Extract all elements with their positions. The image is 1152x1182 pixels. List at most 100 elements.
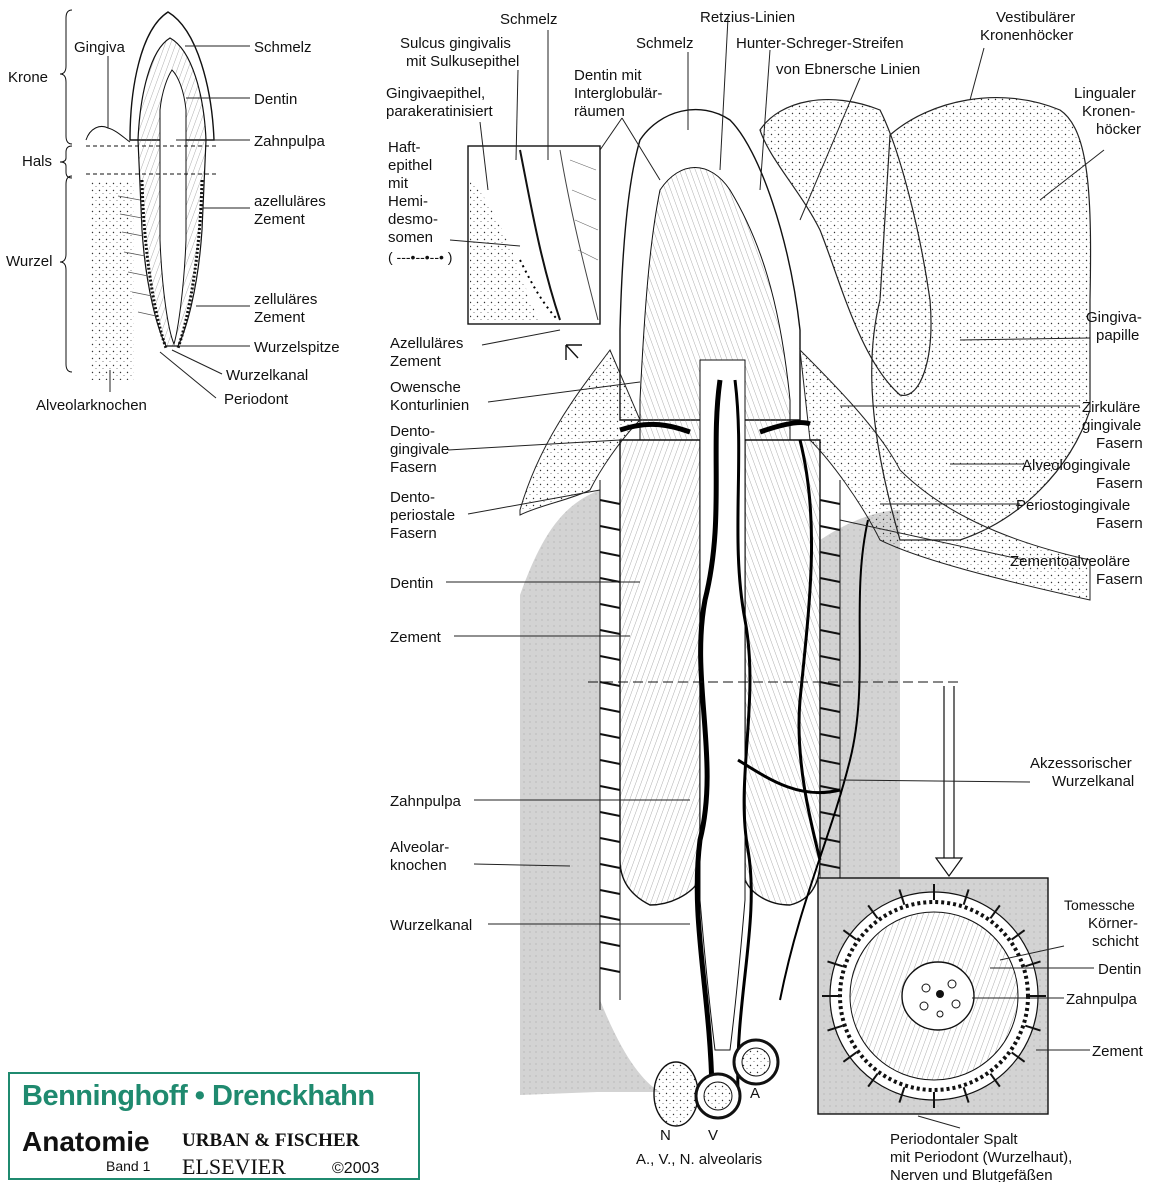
label-gingivapapille-1: Gingiva- — [1086, 309, 1142, 326]
label-azell-zement-1: azelluläres — [254, 193, 326, 210]
periodontal-fiber — [600, 656, 620, 660]
label-haft-7: ( ---•--•--• ) — [388, 249, 452, 265]
periodontal-fiber — [600, 526, 620, 530]
label-akzess-1: Akzessorischer — [1030, 755, 1132, 772]
label-ling-2: Kronen- — [1082, 103, 1135, 120]
label-ling-1: Lingualer — [1074, 85, 1136, 102]
label-schmelz-left: Schmelz — [254, 39, 312, 56]
label-alveolar-1: Alveolar- — [390, 839, 449, 856]
label-vestib-2: Kronenhöcker — [980, 27, 1073, 44]
periodontal-fiber — [820, 500, 840, 504]
label-haft-2: epithel — [388, 157, 432, 174]
label-dentin-inter-2: Interglobulär- — [574, 85, 662, 102]
label-zahnpulpa-left: Zahnpulpa — [254, 133, 326, 150]
periodontal-fiber — [600, 812, 620, 816]
periodontal-fiber — [600, 682, 620, 686]
label-dentin-inset: Dentin — [1098, 961, 1141, 978]
periodontal-fiber — [600, 890, 620, 894]
label-dentogingival-1: Dento- — [390, 423, 435, 440]
label-azell-zement-2: Zement — [254, 211, 306, 228]
label-haft-1: Haft- — [388, 139, 421, 156]
label-a: A — [750, 1085, 760, 1102]
label-tomes-3: schicht — [1092, 933, 1140, 950]
label-akzess-2: Wurzelkanal — [1052, 773, 1134, 790]
label-schmelz-top: Schmelz — [500, 11, 558, 28]
label-dentin-inter-1: Dentin mit — [574, 67, 642, 84]
label-vestib-1: Vestibulärer — [996, 9, 1075, 26]
label-ling-3: höcker — [1096, 121, 1141, 138]
label-zahnpulpa-main: Zahnpulpa — [390, 793, 462, 810]
label-dentin-main: Dentin — [390, 575, 433, 592]
periodontal-fiber — [600, 968, 620, 972]
label-zementalv-2: Fasern — [1096, 571, 1143, 588]
label-v: V — [708, 1127, 718, 1144]
periodontal-fiber — [600, 916, 620, 920]
label-dentogingival-2: gingivale — [390, 441, 449, 458]
label-sulcus-2: mit Sulkusepithel — [406, 53, 519, 70]
label-wurzelkanal-left: Wurzelkanal — [226, 367, 308, 384]
label-periodont: Periodont — [224, 391, 289, 408]
label-zell-zement-1: zelluläres — [254, 291, 317, 308]
label-owen-1: Owensche — [390, 379, 461, 396]
small-tooth-diagram — [60, 10, 250, 398]
label-haft-3: mit — [388, 175, 409, 192]
periodontal-fiber — [600, 552, 620, 556]
label-periodontal-1: Periodontaler Spalt — [890, 1131, 1018, 1148]
label-zell-zement-2: Zement — [254, 309, 306, 326]
cross-section-inset — [818, 878, 1048, 1114]
label-zirk-2: gingivale — [1082, 417, 1141, 434]
label-azell-zement-main-2: Zement — [390, 353, 442, 370]
label-alveolar-2: knochen — [390, 857, 447, 874]
periodontal-fiber — [600, 942, 620, 946]
label-krone: Krone — [8, 69, 48, 86]
junctional-epithelium-inset — [468, 146, 600, 324]
label-gingivaepithel-2: parakeratinisiert — [386, 103, 494, 120]
label-zirk-3: Fasern — [1096, 435, 1143, 452]
label-wurzelspitze: Wurzelspitze — [254, 339, 340, 356]
label-alveologing-1: Alveologingivale — [1022, 457, 1130, 474]
periodontal-fiber — [600, 708, 620, 712]
label-dentoperiostal-3: Fasern — [390, 525, 437, 542]
label-periosto-2: Fasern — [1096, 515, 1143, 532]
label-zement-main: Zement — [390, 629, 442, 646]
label-retzius: Retzius-Linien — [700, 9, 795, 26]
logo-copyright: ©2003 — [332, 1160, 379, 1178]
label-hunter: Hunter-Schreger-Streifen — [736, 35, 904, 52]
logo-brand: Benninghoff • Drenckhahn — [22, 1080, 375, 1113]
label-hals: Hals — [22, 153, 52, 170]
label-zement-inset: Zement — [1092, 1043, 1144, 1060]
label-alveologing-2: Fasern — [1096, 475, 1143, 492]
periodontal-fiber — [600, 500, 620, 504]
periodontal-fiber — [600, 734, 620, 738]
label-gingivapapille-2: papille — [1096, 327, 1139, 344]
label-haft-5: desmo- — [388, 211, 438, 228]
periodontal-fiber — [600, 864, 620, 868]
label-dentoperiostal-1: Dento- — [390, 489, 435, 506]
label-gingiva: Gingiva — [74, 39, 126, 56]
label-wurzel: Wurzel — [6, 253, 52, 270]
logo-band: Band 1 — [106, 1158, 150, 1174]
periodontal-fiber — [600, 578, 620, 582]
label-dentin-left: Dentin — [254, 91, 297, 108]
label-ebner: von Ebnersche Linien — [776, 61, 920, 78]
label-dentin-inter-3: räumen — [574, 103, 625, 120]
label-tomes-2: Körner- — [1088, 915, 1138, 932]
label-schmelz-mid: Schmelz — [636, 35, 694, 52]
periodontal-fiber — [600, 630, 620, 634]
label-n: N — [660, 1127, 671, 1144]
label-haft-4: Hemi- — [388, 193, 428, 210]
logo-publisher-1: URBAN & FISCHER — [182, 1130, 359, 1152]
label-owen-2: Konturlinien — [390, 397, 469, 414]
label-zahnpulpa-inset: Zahnpulpa — [1066, 991, 1138, 1008]
periodontal-fiber — [600, 604, 620, 608]
periodontal-fiber — [600, 838, 620, 842]
logo-title: Anatomie — [22, 1126, 150, 1158]
label-wurzelkanal-main: Wurzelkanal — [390, 917, 472, 934]
label-periosto-1: Periostogingivale — [1016, 497, 1130, 514]
periodontal-fiber — [600, 760, 620, 764]
logo-publisher-2: ELSEVIER — [182, 1154, 286, 1180]
label-avn: A., V., N. alveolaris — [636, 1151, 762, 1168]
label-tomes-1: Tomessche — [1064, 897, 1135, 913]
periodontal-fiber — [820, 526, 840, 530]
